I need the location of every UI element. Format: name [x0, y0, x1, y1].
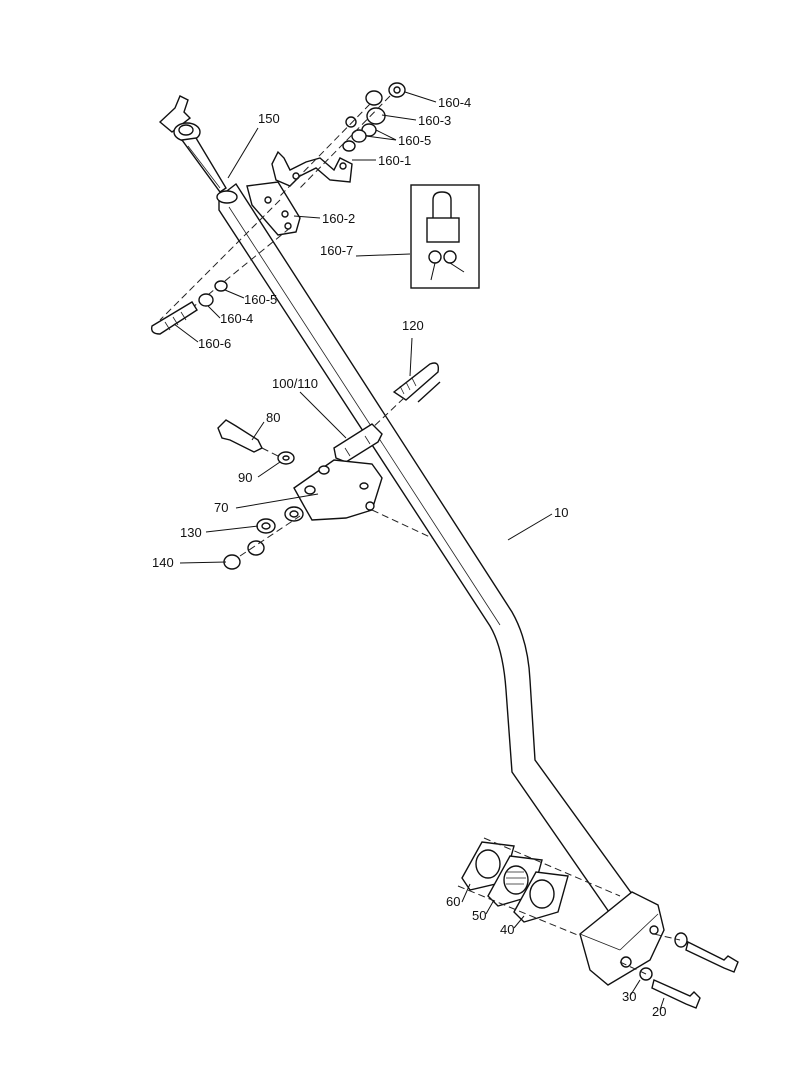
base-block	[579, 891, 665, 986]
label-160-3: 160-3	[418, 113, 451, 128]
label-90: 90	[238, 470, 252, 485]
bracket-70	[293, 459, 433, 539]
label-10: 10	[554, 505, 568, 520]
label-150: 150	[258, 111, 280, 126]
label-160-4-left: 160-4	[220, 311, 253, 326]
label-160-6: 160-6	[198, 336, 231, 351]
fasteners-160-3-4-5	[342, 82, 406, 152]
bracket-160-2	[246, 181, 301, 236]
label-160-4-top: 160-4	[438, 95, 471, 110]
label-130: 130	[180, 525, 202, 540]
label-80: 80	[266, 410, 280, 425]
label-160-1: 160-1	[378, 153, 411, 168]
label-20: 20	[652, 1004, 666, 1019]
label-140: 140	[152, 555, 174, 570]
label-100-110: 100/110	[272, 376, 318, 391]
part-labels: 160-4 160-3 160-5 160-1 150 160-2 160-7 …	[152, 95, 666, 1019]
u-bolt-120	[369, 362, 441, 431]
gaskets-40-50-60	[457, 837, 621, 937]
label-70: 70	[214, 500, 228, 515]
label-120: 120	[402, 318, 424, 333]
fasteners-left	[150, 280, 228, 335]
bolt-80	[217, 419, 295, 465]
label-30: 30	[622, 989, 636, 1004]
latch-plate-160-1	[271, 150, 353, 187]
top-handle-assembly	[158, 95, 227, 193]
washers-nuts-130-140	[223, 506, 304, 570]
label-60: 60	[446, 894, 460, 909]
label-160-5-left: 160-5	[244, 292, 277, 307]
clamp-100-110	[333, 423, 383, 463]
label-160-2: 160-2	[322, 211, 355, 226]
bolts-20-30	[619, 932, 739, 1009]
label-160-5-top: 160-5	[398, 133, 431, 148]
label-50: 50	[472, 908, 486, 923]
leader-lines	[173, 91, 665, 1011]
padlock-box-160-7	[410, 184, 480, 289]
main-tube	[216, 182, 641, 927]
label-40: 40	[500, 922, 514, 937]
label-160-7: 160-7	[320, 243, 353, 258]
